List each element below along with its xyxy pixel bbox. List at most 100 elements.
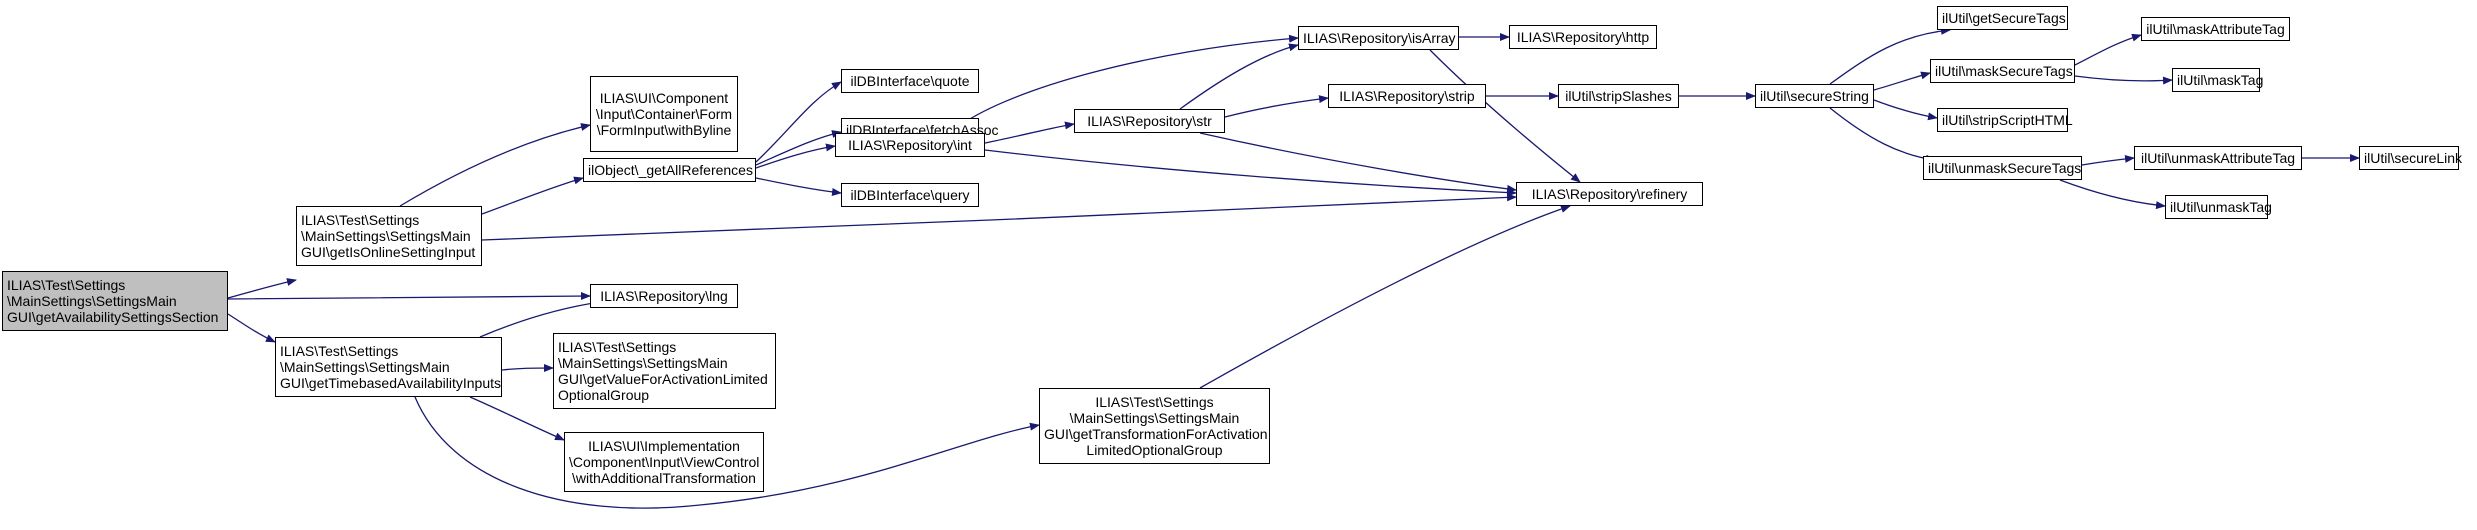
node-label-line: ILIAS\Repository\lng xyxy=(600,288,728,304)
node-label-line: GUI\getTimebasedAvailabilityInputs xyxy=(280,375,501,391)
node-label-line: ILIAS\UI\Implementation xyxy=(588,438,740,454)
edge-is-array-to-refinery xyxy=(1429,49,1581,183)
edge-get-all-refs-to-quote xyxy=(755,81,842,163)
edge-int-to-refinery xyxy=(984,149,1517,197)
node-root[interactable]: ILIAS\Test\Settings\MainSettings\Setting… xyxy=(2,271,228,331)
node-label-line: \MainSettings\SettingsMain xyxy=(558,355,728,371)
edge-get-is-online-to-get-all-refs xyxy=(481,176,584,215)
node-label-line: LimitedOptionalGroup xyxy=(1086,442,1223,458)
node-label-line: ilUtil\stripScriptHTML xyxy=(1942,112,2073,128)
edge-unmask-secure-tags-to-unmask-attribute-tag xyxy=(2081,154,2135,166)
edge-get-all-refs-to-int xyxy=(755,143,836,169)
node-form-input[interactable]: ILIAS\UI\Component\Input\Container\Form\… xyxy=(590,76,738,152)
node-get-secure-tags[interactable]: ilUtil\getSecureTags xyxy=(1937,6,2068,30)
node-label-line: ILIAS\Test\Settings xyxy=(7,277,126,293)
node-is-array[interactable]: ILIAS\Repository\isArray xyxy=(1298,26,1459,50)
node-label-line: ILIAS\Repository\http xyxy=(1516,29,1650,45)
node-strip-slashes[interactable]: ilUtil\stripSlashes xyxy=(1558,84,1679,108)
node-label-line: GUI\getValueForActivationLimited xyxy=(558,371,768,387)
node-label-line: ILIAS\Test\Settings xyxy=(1095,394,1214,410)
node-label-line: ilUtil\maskTag xyxy=(2177,72,2264,88)
node-label-line: GUI\getAvailabilitySettingsSection xyxy=(7,309,219,325)
node-label-line: ilUtil\secureLink xyxy=(2364,150,2463,166)
edge-int-to-str xyxy=(984,121,1075,144)
node-strip[interactable]: ILIAS\Repository\strip xyxy=(1328,84,1486,108)
node-label-line: ilUtil\secureString xyxy=(1760,88,1869,104)
node-get-transformation[interactable]: ILIAS\Test\Settings\MainSettings\Setting… xyxy=(1039,388,1270,464)
edge-get-timebased-to-lng xyxy=(479,299,601,338)
edge-get-timebased-to-get-value xyxy=(501,364,554,373)
edge-root-to-lng xyxy=(227,292,591,301)
node-secure-string[interactable]: ilUtil\secureString xyxy=(1755,84,1874,108)
node-http[interactable]: ILIAS\Repository\http xyxy=(1509,25,1657,49)
edge-unmask-secure-tags-to-unmask-tag xyxy=(2059,179,2166,210)
node-label-line: \Component\Input\ViewControl xyxy=(569,454,760,470)
edge-secure-string-to-strip-script-html xyxy=(1873,99,1938,121)
node-unmask-tag[interactable]: ilUtil\unmaskTag xyxy=(2165,195,2272,219)
node-label-line: ilDBInterface\quote xyxy=(850,73,970,89)
node-secure-link[interactable]: ilUtil\secureLink xyxy=(2359,146,2463,170)
node-label-line: ilUtil\unmaskAttributeTag xyxy=(2140,150,2296,166)
node-view-control[interactable]: ILIAS\UI\Implementation\Component\Input\… xyxy=(564,432,764,492)
edge-get-transformation-to-refinery xyxy=(1199,205,1571,389)
node-label-line: OptionalGroup xyxy=(558,387,650,403)
edge-int-to-is-array xyxy=(949,34,1299,134)
node-label-line: GUI\getTransformationForActivation xyxy=(1044,426,1268,442)
node-label-line: ILIAS\Repository\strip xyxy=(1339,88,1475,104)
node-label-line: \MainSettings\SettingsMain xyxy=(280,359,450,375)
node-label-line: ILIAS\Test\Settings xyxy=(558,339,677,355)
node-mask-tag[interactable]: ilUtil\maskTag xyxy=(2172,68,2264,92)
edge-get-all-refs-to-query xyxy=(755,177,842,196)
node-mask-secure-tags[interactable]: ilUtil\maskSecureTags xyxy=(1930,59,2075,83)
node-label-line: ilUtil\maskSecureTags xyxy=(1935,63,2073,79)
node-label-line: ILIAS\Repository\refinery xyxy=(1531,186,1688,202)
edge-get-timebased-to-view-control xyxy=(469,396,565,441)
node-label-line: ILIAS\Test\Settings xyxy=(301,212,420,228)
node-get-is-online[interactable]: ILIAS\Test\Settings\MainSettings\Setting… xyxy=(296,206,482,266)
node-get-value-for-activation[interactable]: ILIAS\Test\Settings\MainSettings\Setting… xyxy=(553,333,776,409)
node-mask-attribute-tag[interactable]: ilUtil\maskAttributeTag xyxy=(2141,17,2290,41)
node-label-line: \MainSettings\SettingsMain xyxy=(7,293,177,309)
node-int[interactable]: ILIAS\Repository\int xyxy=(835,133,985,157)
node-label-line: ilUtil\unmaskSecureTags xyxy=(1928,160,2082,176)
node-label-line: ILIAS\Repository\isArray xyxy=(1303,30,1456,46)
edge-str-to-is-array xyxy=(1179,43,1299,110)
node-lng[interactable]: ILIAS\Repository\lng xyxy=(590,284,738,308)
node-label-line: ilUtil\unmaskTag xyxy=(2170,199,2272,215)
node-label-line: ILIAS\UI\Component xyxy=(599,90,729,106)
edge-str-to-refinery xyxy=(1199,132,1517,193)
node-label-line: \MainSettings\SettingsMain xyxy=(301,228,471,244)
edge-root-to-get-timebased xyxy=(227,313,276,343)
edge-secure-string-to-unmask-secure-tags xyxy=(1829,107,1936,163)
edge-root-to-get-is-online xyxy=(227,278,297,299)
edge-secure-string-to-mask-secure-tags xyxy=(1873,71,1931,91)
edge-mask-secure-tags-to-mask-attribute-tag xyxy=(2074,33,2142,66)
node-label-line: ILIAS\Repository\str xyxy=(1087,113,1212,129)
edge-mask-secure-tags-to-mask-tag xyxy=(2074,75,2173,85)
node-label-line: ilUtil\maskAttributeTag xyxy=(2146,21,2285,37)
node-unmask-attribute-tag[interactable]: ilUtil\unmaskAttributeTag xyxy=(2134,146,2302,170)
node-unmask-secure-tags[interactable]: ilUtil\unmaskSecureTags xyxy=(1923,156,2082,180)
node-str[interactable]: ILIAS\Repository\str xyxy=(1074,109,1225,133)
node-label-line: ilDBInterface\query xyxy=(850,187,970,203)
node-query[interactable]: ilDBInterface\query xyxy=(841,183,979,207)
node-get-all-refs[interactable]: ilObject\_getAllReferences xyxy=(583,158,756,182)
node-get-timebased[interactable]: ILIAS\Test\Settings\MainSettings\Setting… xyxy=(275,337,502,397)
edge-str-to-strip xyxy=(1224,95,1329,118)
node-label-line: ilUtil\stripSlashes xyxy=(1565,88,1672,104)
node-refinery[interactable]: ILIAS\Repository\refinery xyxy=(1516,182,1703,206)
node-label-line: \MainSettings\SettingsMain xyxy=(1069,410,1240,426)
node-label-line: ilUtil\getSecureTags xyxy=(1942,10,2066,26)
node-strip-script-html[interactable]: ilUtil\stripScriptHTML xyxy=(1937,108,2073,132)
edge-secure-string-to-get-secure-tags xyxy=(1829,26,1951,85)
edge-get-is-online-to-refinery xyxy=(481,193,1517,241)
node-quote[interactable]: ilDBInterface\quote xyxy=(841,69,979,93)
node-label-line: ilObject\_getAllReferences xyxy=(588,162,753,178)
edge-get-is-online-to-form-input xyxy=(399,123,591,207)
node-label-line: \withAdditionalTransformation xyxy=(572,470,756,486)
node-label-line: GUI\getIsOnlineSettingInput xyxy=(301,244,476,260)
node-label-line: ILIAS\Repository\int xyxy=(848,137,972,153)
edge-get-timebased-to-get-transformation xyxy=(414,396,1040,509)
